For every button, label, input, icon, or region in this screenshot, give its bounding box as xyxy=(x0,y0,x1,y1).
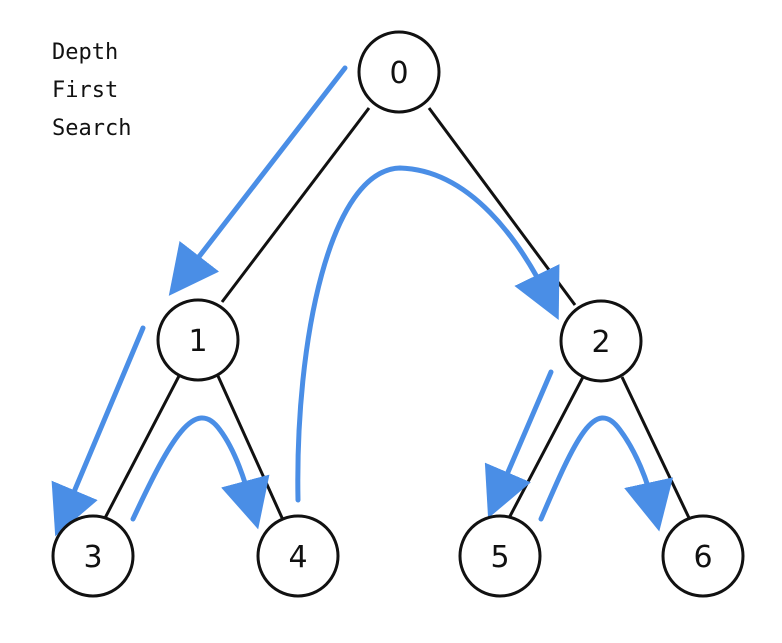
node-2-label: 2 xyxy=(591,325,610,360)
node-5-label: 5 xyxy=(490,540,509,575)
tree-edges xyxy=(102,107,692,521)
edge-1-3 xyxy=(102,375,181,521)
edge-0-2 xyxy=(427,107,577,306)
node-4: 4 xyxy=(256,514,340,598)
title-line-3: Search xyxy=(52,116,132,141)
node-6: 6 xyxy=(661,514,745,598)
node-2: 2 xyxy=(559,299,643,383)
node-6-label: 6 xyxy=(693,540,712,575)
node-0-label: 0 xyxy=(389,56,408,91)
tree-nodes: 0 1 2 3 4 5 6 xyxy=(51,30,745,598)
node-3: 3 xyxy=(51,514,135,598)
arrow-0-to-1 xyxy=(168,65,348,296)
arrow-1-to-3 xyxy=(51,325,146,537)
node-3-label: 3 xyxy=(83,540,102,575)
node-1-label: 1 xyxy=(188,324,207,359)
traversal-arrows xyxy=(51,65,674,537)
node-4-label: 4 xyxy=(288,540,307,575)
arrow-5-to-6 xyxy=(538,415,674,532)
edge-1-4 xyxy=(216,375,285,521)
title-line-2: First xyxy=(52,78,119,103)
title-line-1: Depth xyxy=(52,40,119,65)
arrow-2-to-5 xyxy=(484,369,554,519)
arrow-3-to-4 xyxy=(130,415,270,530)
edge-0-1 xyxy=(220,107,371,303)
node-0: 0 xyxy=(357,30,441,114)
node-5: 5 xyxy=(458,514,542,598)
node-1: 1 xyxy=(156,298,240,382)
edge-2-6 xyxy=(620,376,692,521)
arrow-4-to-2 xyxy=(295,165,560,503)
